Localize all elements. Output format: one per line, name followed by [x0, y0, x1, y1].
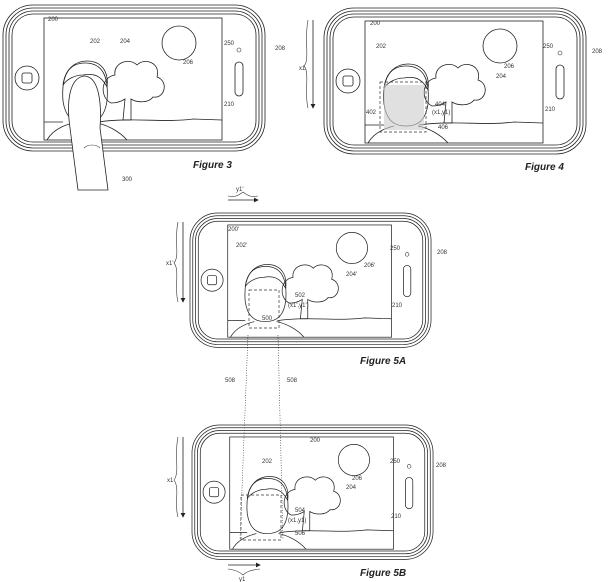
label-504: 504	[295, 508, 306, 514]
label-508-right: 508	[287, 378, 298, 384]
label-406: 406	[438, 125, 449, 131]
label-200: 200	[370, 21, 381, 27]
label-250: 250	[390, 246, 401, 252]
label-208: 208	[436, 463, 447, 469]
figure-caption: Figure 5B	[360, 568, 406, 579]
label-508-left: 508	[225, 378, 236, 384]
label-200: 200	[310, 438, 321, 444]
label-404: 404	[435, 102, 446, 108]
label-202: 202	[90, 39, 101, 45]
label-200: 200	[48, 17, 59, 23]
finger	[68, 75, 109, 191]
face-box	[248, 289, 280, 329]
label-250: 250	[543, 44, 554, 50]
label-202: 202	[262, 459, 273, 465]
label-250: 250	[390, 459, 401, 465]
label-300: 300	[122, 177, 133, 183]
label-x1-prime: x1'	[166, 261, 173, 267]
label-204: 204	[346, 485, 357, 491]
label-y1: y1	[239, 577, 246, 582]
figure-5a: y1' x1' 200' 202' 206' 204' 250 208 502 …	[166, 187, 448, 541]
label-208: 208	[592, 49, 603, 55]
label-208: 208	[275, 46, 286, 52]
face-box	[240, 494, 282, 541]
label-250: 250	[224, 41, 235, 47]
figure-3: 200 202 204 206 250 208 210 300 Figure 3	[2, 4, 286, 191]
label-202: 202	[376, 44, 387, 50]
label-202: 202'	[236, 243, 247, 249]
figure-caption: Figure 4	[525, 162, 564, 173]
label-210: 210	[224, 102, 235, 108]
label-206: 206'	[364, 263, 375, 269]
label-208: 208	[437, 250, 448, 256]
projection-lines	[239, 334, 284, 541]
label-coords: (x1,y1)	[432, 110, 450, 116]
figure-5b: x1 y1 200 202 206 204 250 208 504 (x1,y1…	[167, 424, 447, 582]
label-204: 204	[496, 74, 507, 80]
label-206: 206	[183, 60, 194, 66]
figure-4: x1 200 202 206 204 250 208 404 (x1,y1) 4…	[299, 7, 603, 173]
figure-caption: Figure 3	[193, 160, 232, 171]
label-x1: x1	[167, 478, 174, 484]
label-502: 502	[295, 293, 306, 299]
label-200: 200'	[228, 227, 239, 233]
label-210: 210	[391, 514, 402, 520]
label-204: 204'	[346, 272, 357, 278]
label-500: 500	[262, 316, 273, 322]
label-204: 204	[120, 39, 131, 45]
figure-caption: Figure 5A	[360, 356, 406, 367]
label-506: 506	[295, 531, 306, 537]
label-coords: (x1,y1)	[288, 518, 306, 524]
label-y1-prime: y1'	[236, 187, 243, 193]
label-210: 210	[392, 303, 403, 309]
label-210: 210	[545, 107, 556, 113]
face-region	[384, 85, 424, 130]
label-206: 206	[352, 476, 363, 482]
label-coords: (x1',y1')	[288, 303, 309, 309]
label-206: 206	[504, 64, 515, 70]
label-x1: x1	[299, 66, 306, 72]
label-402: 402	[366, 110, 377, 116]
